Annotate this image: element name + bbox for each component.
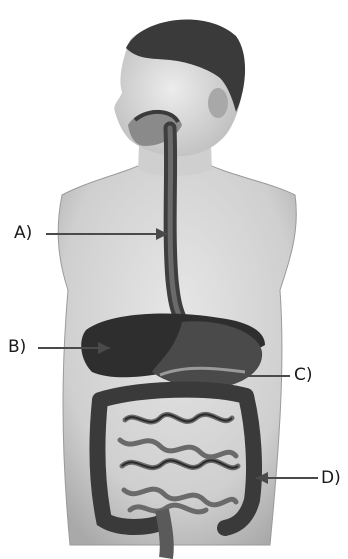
rectum — [162, 510, 167, 558]
label-c: C) — [294, 367, 313, 384]
label-b: B) — [8, 339, 26, 356]
label-d: D) — [321, 470, 341, 487]
label-a: A) — [14, 225, 32, 242]
ear — [208, 88, 228, 118]
